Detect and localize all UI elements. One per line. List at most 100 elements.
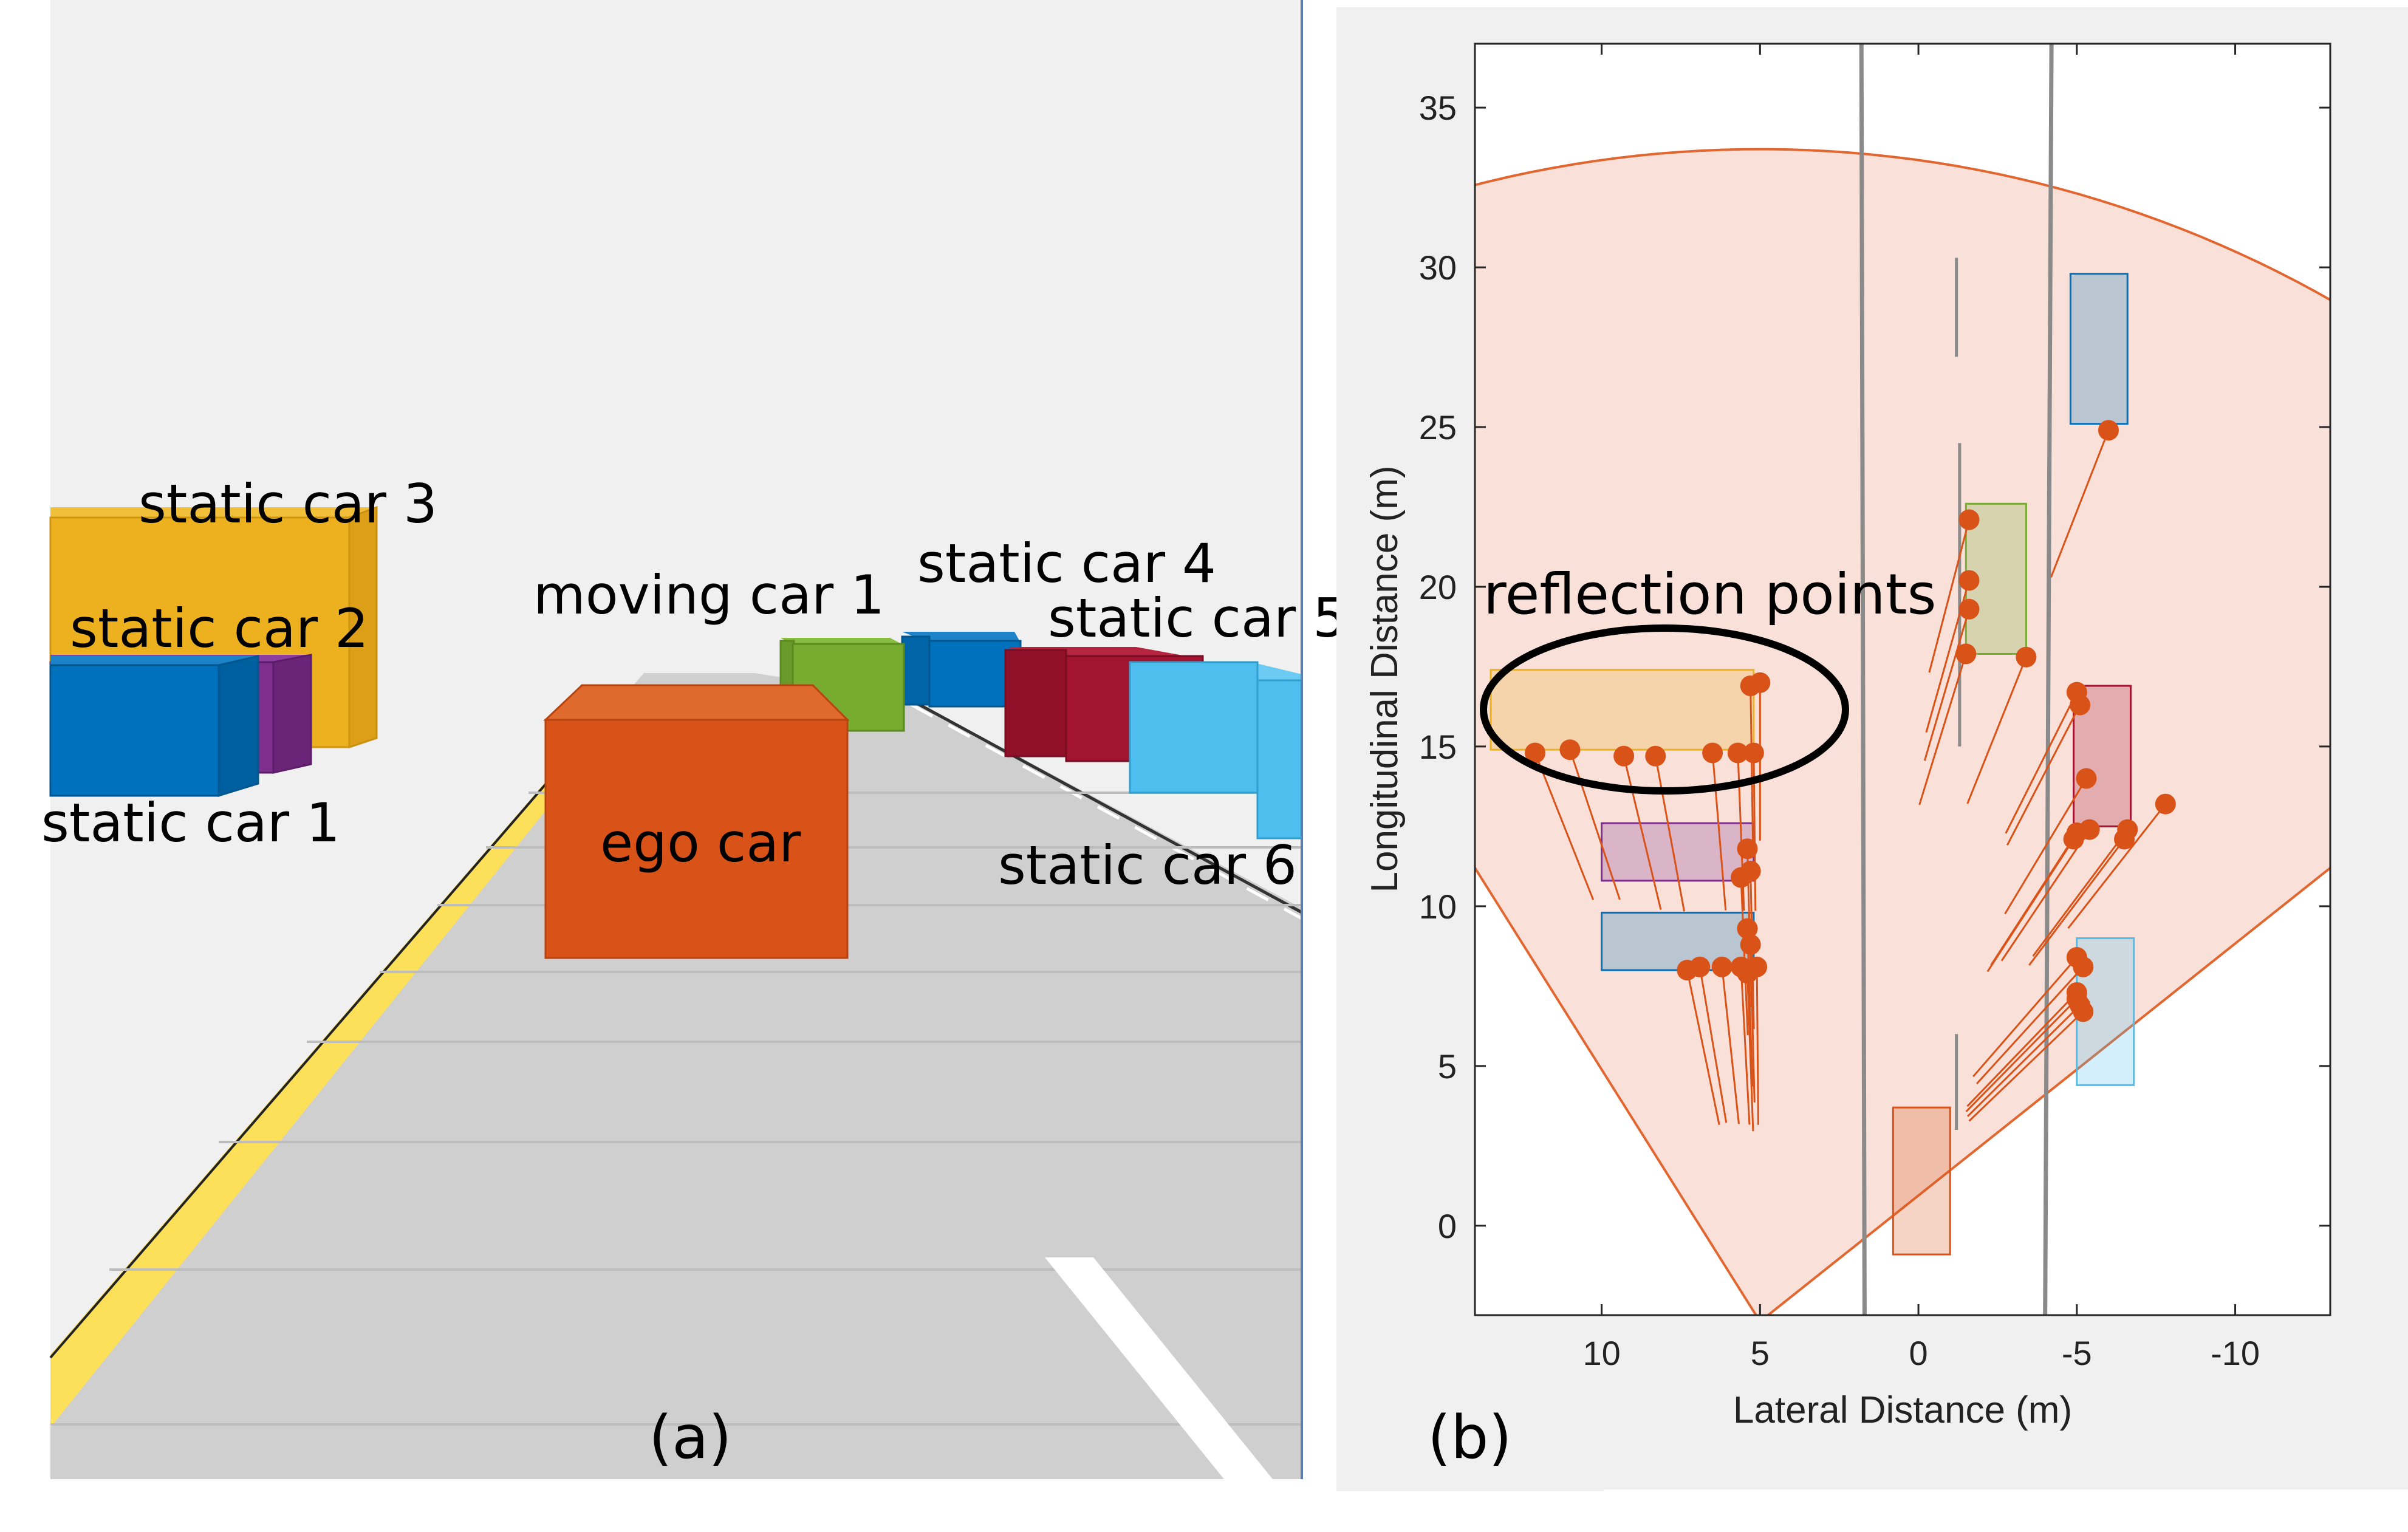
detection-ray: [1966, 657, 2027, 804]
plot-box-border: [1474, 43, 2331, 1316]
detection-point: [1746, 956, 1768, 977]
caption-b-strip: [1336, 1403, 1604, 1491]
y-axis-label: Longitudinal Distance (m): [1364, 465, 1406, 892]
detection-point: [2117, 819, 2138, 840]
detection-ray: [1746, 928, 1754, 1087]
detection-ray: [1965, 998, 2078, 1112]
x-tick-label: 5: [1751, 1334, 1770, 1372]
lane-lines: [1859, 44, 2054, 1315]
static-car-4-box: [901, 632, 1022, 708]
label-static-car-6: static car 6: [998, 834, 1297, 897]
label-static-car-2: static car 2: [70, 597, 369, 660]
detection-point: [1955, 643, 1977, 665]
detection-ray: [1740, 966, 1751, 1125]
detection-point: [1958, 509, 1980, 530]
detection-point: [1702, 742, 1723, 764]
detection-ray: [1918, 653, 1967, 805]
detection-ray: [1654, 756, 1685, 912]
detection-point: [2073, 956, 2094, 977]
lane-line: [1859, 44, 1867, 1315]
detection-point: [1559, 739, 1581, 761]
detection-ray: [2050, 429, 2110, 578]
label-static-car-5: static car 5: [1048, 587, 1347, 649]
detection-ray: [1721, 966, 1740, 1124]
y-tick-label: 20: [1419, 568, 1457, 606]
detection-point: [2155, 793, 2176, 815]
y-tick-label: 0: [1438, 1207, 1457, 1245]
detection-ray: [1686, 969, 1720, 1125]
y-tick-label: 25: [1419, 408, 1457, 446]
detection-ray: [2006, 704, 2081, 846]
road-edge-yellow: [50, 781, 570, 1428]
road-surface: [50, 673, 1302, 1479]
x-axis-label: Lateral Distance (m): [1733, 1389, 2072, 1431]
detection-points: [1525, 420, 2176, 1022]
detection-ray: [1928, 519, 1970, 673]
detection-point: [2070, 694, 2091, 716]
detection-ray: [2005, 691, 2078, 834]
label-static-car-4: static car 4: [917, 532, 1216, 595]
detection-ray: [1972, 957, 2078, 1078]
detection-ray: [1711, 753, 1727, 911]
detection-point: [1743, 742, 1764, 764]
x-tick-label: -10: [2211, 1334, 2260, 1372]
object-box-ego-car: [1892, 1106, 1951, 1256]
detection-point: [1613, 745, 1635, 767]
detection-ray: [1698, 966, 1728, 1123]
detection-ray: [1569, 749, 1621, 900]
detection-point: [2098, 420, 2119, 441]
detection-ray: [1990, 832, 2078, 966]
radar-coverage-area: [1475, 148, 2330, 1315]
y-tick-label: 30: [1419, 248, 1457, 287]
detection-ray: [2028, 838, 2126, 966]
y-tick-label: 35: [1419, 89, 1457, 127]
label-moving-car-1: moving car 1: [533, 564, 884, 626]
y-tick-label: 10: [1419, 887, 1457, 926]
detection-ray: [1976, 966, 2084, 1084]
detection-ray: [1923, 609, 1970, 761]
label-static-car-1: static car 1: [41, 792, 340, 854]
road-edge-line: [49, 778, 551, 1359]
detection-ray: [1740, 877, 1749, 1036]
detection-ray: [1967, 1004, 2081, 1117]
detection-point: [1525, 742, 1546, 764]
detection-point: [1740, 934, 1761, 955]
road-edge-dash-right: [910, 703, 1303, 920]
detection-ray: [2067, 803, 2167, 929]
detection-ray: [1534, 752, 1595, 900]
x-tick-label: 0: [1909, 1334, 1927, 1372]
static-car-6-box: [1129, 661, 1303, 840]
object-boxes: [1490, 273, 2135, 1256]
detection-point: [1727, 742, 1748, 764]
ego-car-box: [543, 684, 850, 959]
reflection-points-ellipse: [1480, 624, 1849, 795]
label-static-car-3: static car 3: [139, 473, 437, 535]
detection-point: [2079, 819, 2100, 840]
caption-b: (b): [1428, 1403, 1512, 1472]
y-tick-label: 15: [1419, 728, 1457, 766]
reflection-points-label: reflection points: [1483, 562, 1937, 627]
detection-point: [1737, 918, 1758, 939]
detection-ray: [2000, 829, 2090, 962]
detection-point: [2073, 1001, 2094, 1022]
y-tick-label: 5: [1438, 1047, 1457, 1086]
detection-ray: [1756, 966, 1759, 1125]
label-ego-car: ego car: [600, 812, 801, 874]
object-box-static-car-1: [1601, 911, 1755, 971]
lane-marking: [1045, 1257, 1273, 1479]
detection-point: [1750, 672, 1771, 693]
detection-point: [2076, 768, 2097, 789]
detection-ray: [2004, 778, 2087, 915]
detection-point: [1737, 838, 1758, 860]
x-tick-label: -5: [2062, 1334, 2092, 1372]
caption-a: (a): [649, 1403, 732, 1472]
detection-ray: [2032, 829, 2129, 957]
detection-point: [1689, 956, 1711, 977]
detection-point: [1740, 861, 1761, 882]
panel-a-scene: static car 3 static car 2 static car 1 m…: [41, 0, 1347, 1479]
static-car-1-box: [49, 655, 259, 798]
detection-ray: [1750, 685, 1754, 844]
object-box-static-car-4: [2069, 273, 2129, 425]
